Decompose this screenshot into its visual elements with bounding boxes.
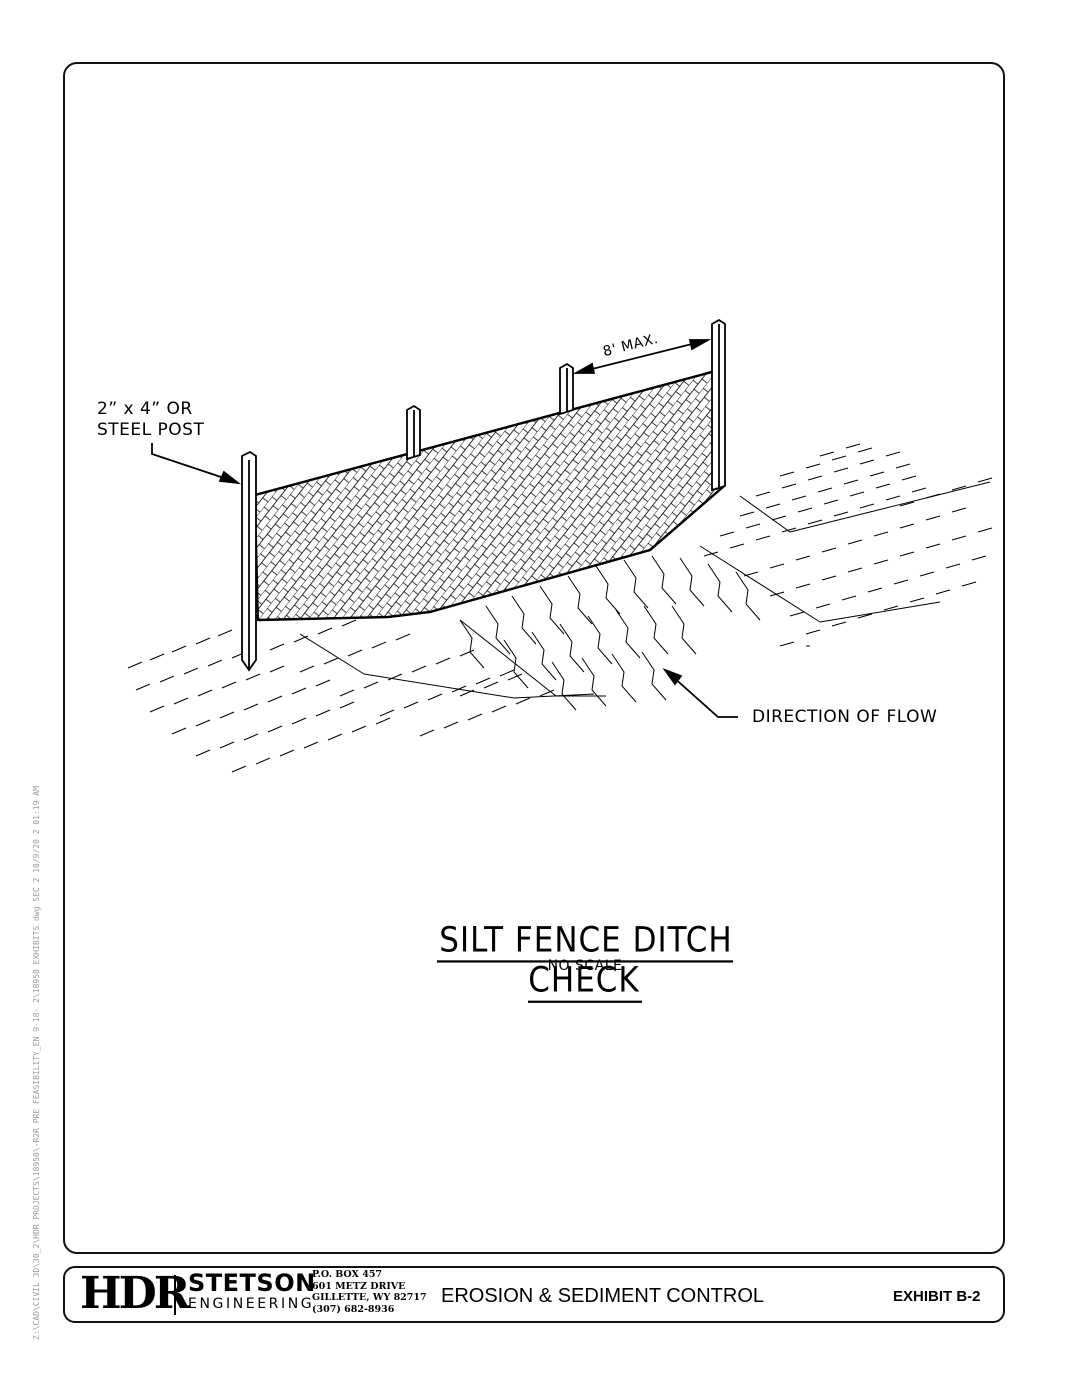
drawing-title: SILT FENCE DITCH CHECK — [380, 920, 790, 1003]
title-block-border — [63, 1266, 1005, 1323]
flow-leader — [662, 668, 738, 718]
flow-chevrons — [459, 555, 761, 711]
firm-address: P.O. BOX 457 601 METZ DRIVE GILLETTE, WY… — [312, 1269, 427, 1315]
firm-name: STETSON — [188, 1269, 316, 1297]
address-line: GILLETTE, WY 82717 — [312, 1292, 427, 1303]
post-callout-line2: STEEL POST — [97, 420, 205, 440]
address-line: 601 METZ DRIVE — [312, 1280, 406, 1292]
fence-posts — [241, 318, 726, 672]
firm-subtitle: ENGINEERING — [188, 1296, 315, 1312]
drawing-border — [63, 62, 1005, 1254]
post-callout-line1: 2” x 4” OR — [97, 399, 193, 419]
address-line: P.O. BOX 457 — [312, 1269, 383, 1280]
logo-divider — [174, 1275, 176, 1315]
ground-hatch-left — [127, 619, 595, 773]
ground-hatch-right — [699, 443, 993, 647]
flow-direction-label: DIRECTION OF FLOW — [752, 707, 938, 727]
hdr-logo: HDR — [80, 1268, 190, 1319]
file-path-stamp: Z:\CAD\CIVIL 3D\30_2\HDR PROJECTS\18950\… — [32, 786, 41, 1340]
spacing-dimension — [572, 339, 712, 374]
post-leader — [151, 443, 242, 485]
address-line: (307) 682-8936 — [312, 1303, 395, 1315]
scale-note: NO SCALE — [547, 958, 623, 974]
project-title: EROSION & SEDIMENT CONTROL — [441, 1285, 765, 1307]
fence-fabric — [253, 367, 724, 622]
exhibit-number: EXHIBIT B-2 — [893, 1288, 981, 1305]
